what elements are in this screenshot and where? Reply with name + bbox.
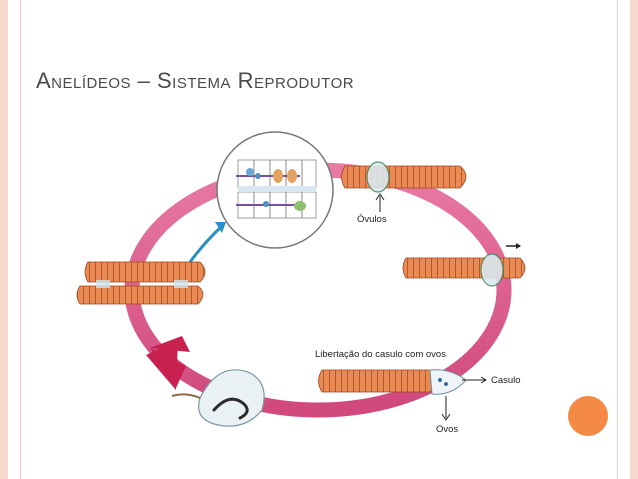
label-ovulos: Óvulos [357,214,387,225]
left-border-line [20,0,21,479]
accent-circle [568,396,608,436]
worm-ovules [341,161,467,193]
cocoon-with-young-worm [171,369,265,427]
right-decorative-border [630,0,638,479]
slide-title: Anelídeos – Sistema Reprodutor [36,68,355,93]
label-casulo: Casulo [491,375,521,386]
blue-arrow-icon [188,226,222,263]
worm-clitellum-moving [402,253,526,287]
label-libertacao: Libertação do casulo com ovos [315,349,446,360]
worm-cocoon-release [318,369,467,395]
mating-worms [76,261,206,305]
left-decorative-border [0,0,8,479]
cycle-arrow-head [146,340,178,390]
right-border-line [617,0,618,479]
blue-arrowhead [215,222,226,233]
inset-section [216,131,334,249]
label-ovos: Ovos [436,424,459,435]
